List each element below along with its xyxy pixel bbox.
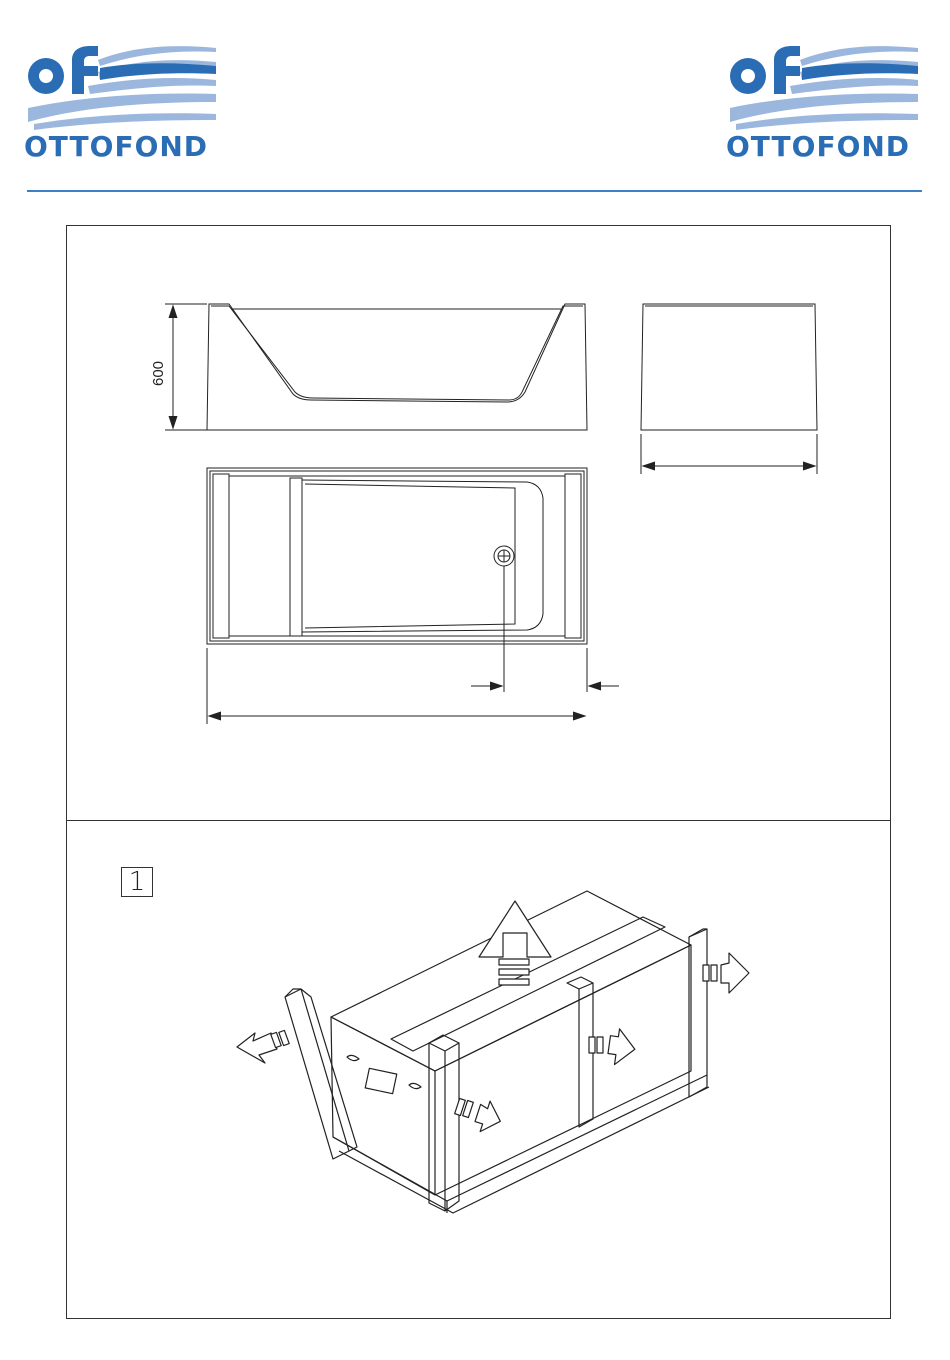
height-dimension bbox=[165, 304, 207, 430]
ottofond-logo-left: OTTOFOND bbox=[24, 38, 224, 168]
brand-name: OTTOFOND bbox=[24, 130, 224, 163]
bathtub-technical-drawing: 600 bbox=[67, 226, 892, 822]
length-dimension bbox=[207, 648, 585, 724]
bathtub-front-view bbox=[207, 304, 587, 430]
header-divider bbox=[27, 190, 922, 192]
crate-pallet bbox=[333, 1075, 709, 1213]
arrow-right-icon bbox=[455, 1098, 506, 1136]
height-dimension-label: 600 bbox=[150, 361, 167, 386]
brand-name: OTTOFOND bbox=[726, 130, 926, 163]
crate-back-post bbox=[689, 929, 707, 1097]
bathtub-top-view bbox=[207, 468, 587, 644]
arrow-right-icon bbox=[589, 1028, 637, 1067]
wave-logo-mark bbox=[24, 38, 224, 130]
unpacking-instruction-panel: 1 bbox=[66, 820, 891, 1319]
wave-logo-mark bbox=[726, 38, 926, 130]
bathtub-side-view bbox=[641, 304, 817, 474]
ottofond-logo-right: OTTOFOND bbox=[726, 38, 926, 168]
bathtub-crate bbox=[331, 891, 691, 1195]
arrow-right-icon bbox=[703, 953, 749, 993]
arrow-left-icon bbox=[237, 1030, 289, 1063]
crate-unpacking-illustration bbox=[67, 821, 892, 1320]
drain-position-dimension bbox=[471, 566, 619, 692]
technical-drawing-panel: 600 bbox=[66, 225, 891, 821]
removed-left-post bbox=[285, 989, 357, 1159]
